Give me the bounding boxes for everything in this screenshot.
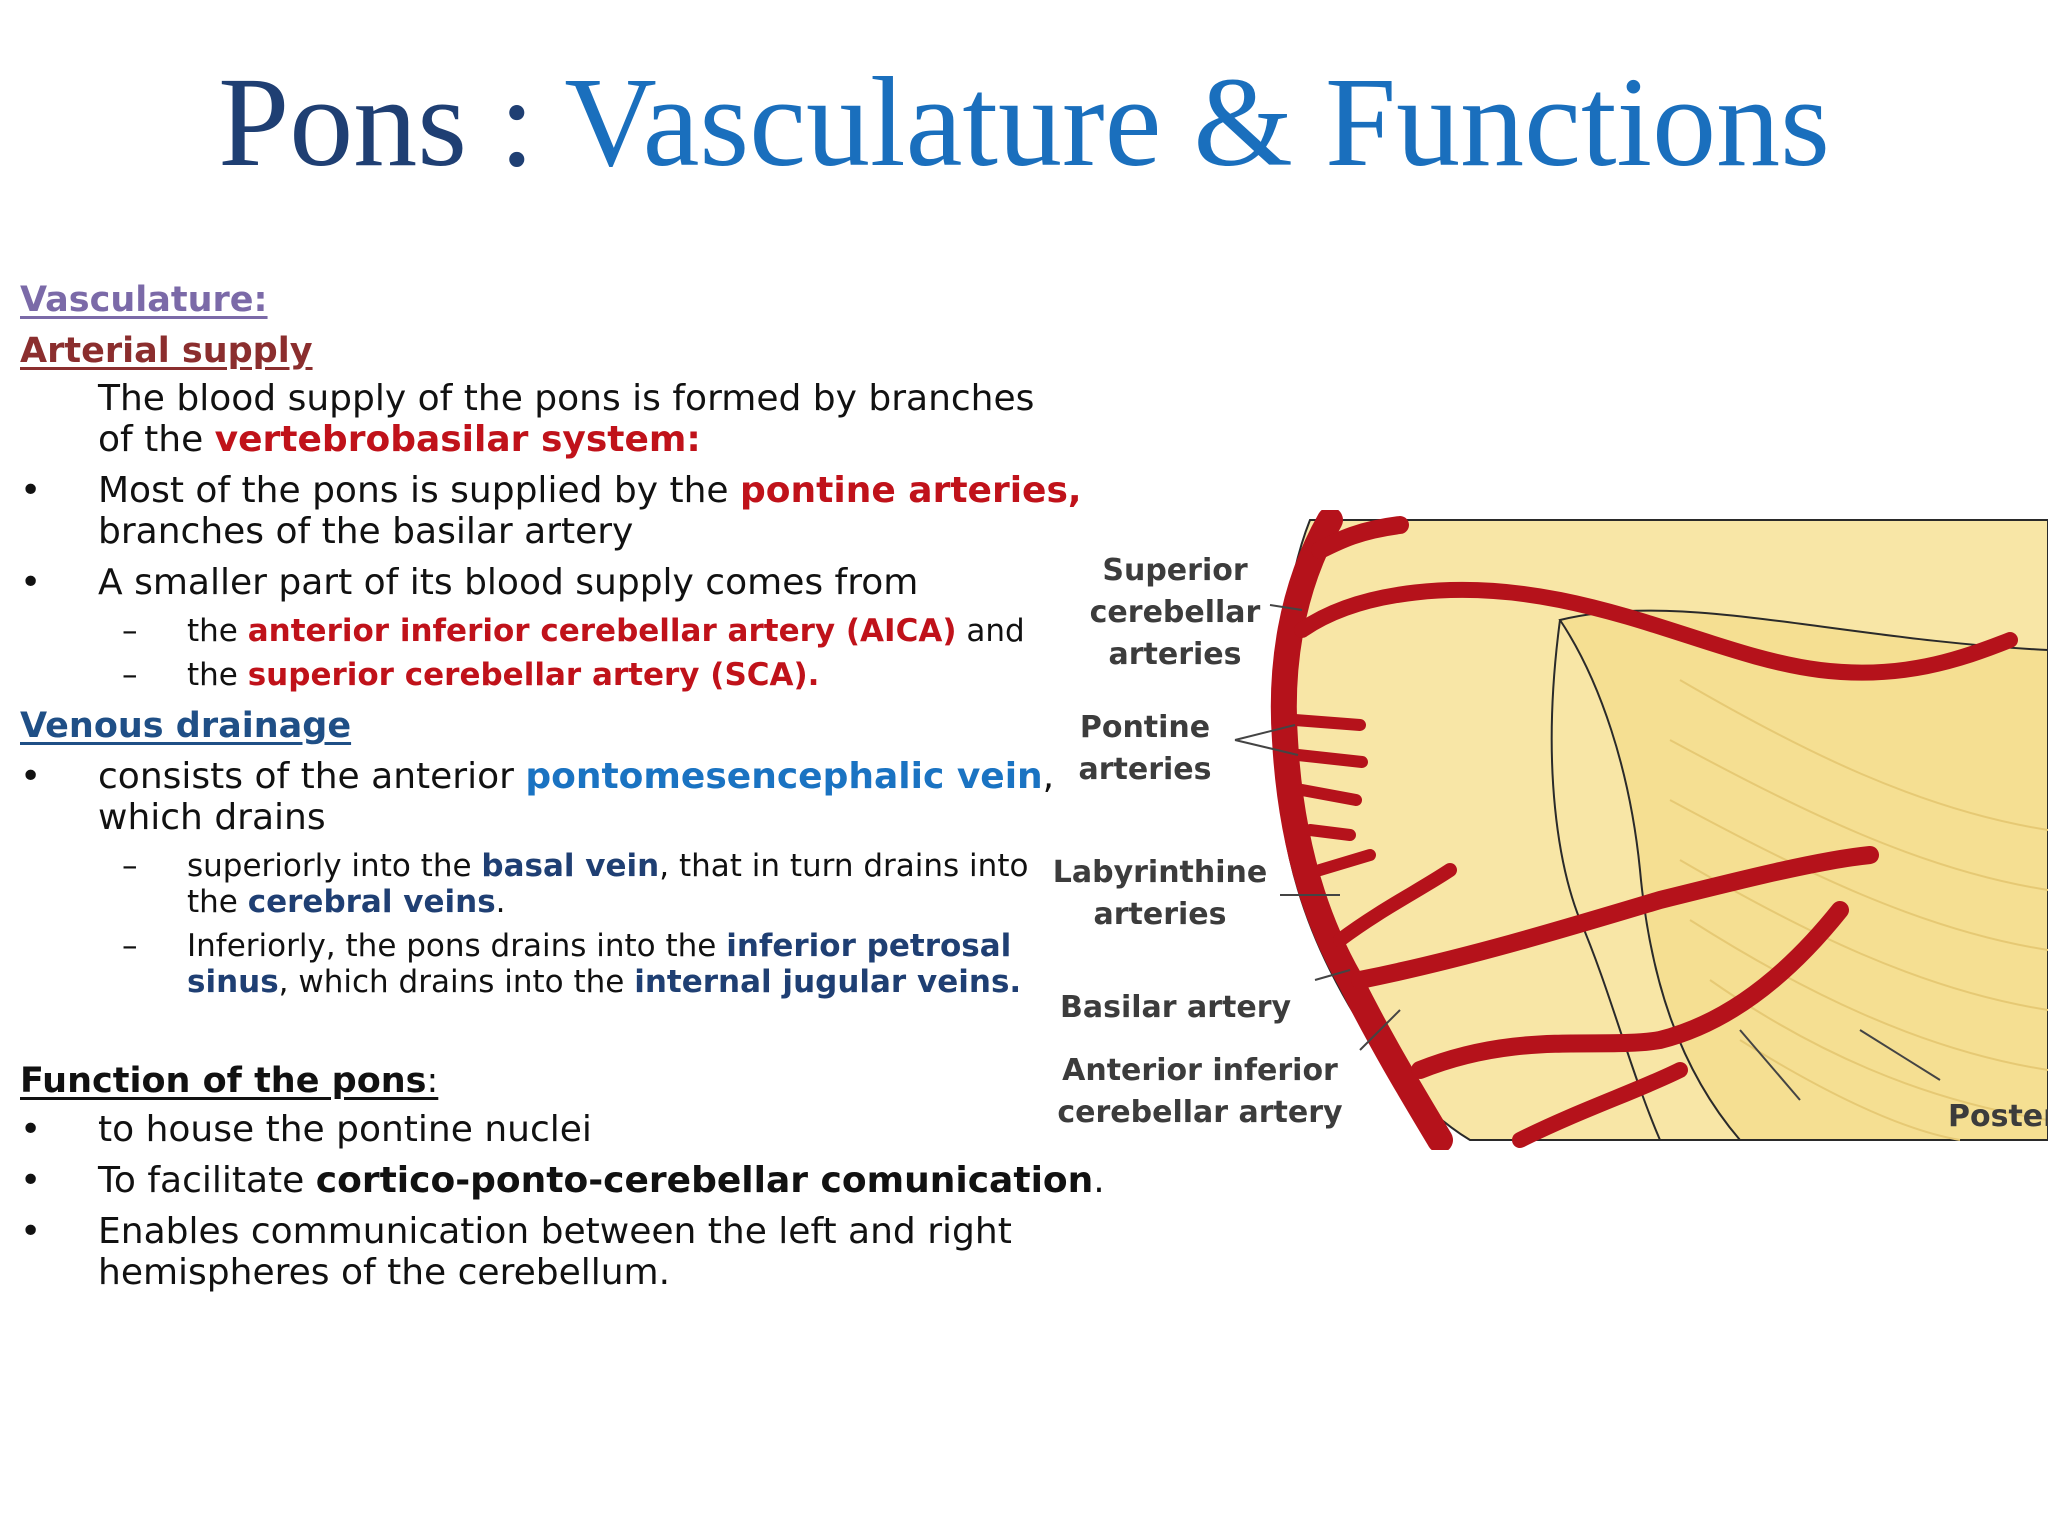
cortico-ponto-term: cortico-ponto-cerebellar comunication	[315, 1160, 1094, 1201]
sub-dash: –	[122, 928, 138, 964]
function-heading: Function of the pons:	[20, 1061, 438, 1101]
bullet-dot: •	[20, 1160, 42, 1201]
bullet-text: ,	[1042, 756, 1055, 797]
sub-text: the	[187, 657, 248, 693]
sinus-term: sinus	[187, 964, 279, 1000]
sub-text: the	[187, 884, 248, 920]
bullet-dot: •	[20, 1109, 42, 1150]
label-line: Superior	[1102, 553, 1248, 588]
pons-artery-illustration: Superior cerebellar arteries Pontine art…	[1040, 510, 2048, 1150]
internal-jugular-term: internal jugular veins.	[634, 964, 1022, 1000]
bullet-text: .	[1093, 1160, 1105, 1201]
sub-inferior-line-1: Inferiorly, the pons drains into the inf…	[187, 928, 1011, 964]
pontomesencephalic-term: pontomesencephalic vein	[525, 756, 1043, 797]
pontine-arteries-term: pontine arteries	[740, 470, 1068, 511]
label-line: Labyrinthine	[1052, 855, 1268, 890]
sub-text: , which drains into the	[278, 964, 635, 1000]
sub-dash: –	[122, 848, 138, 884]
sub-dash: –	[122, 613, 138, 649]
label-line: arteries	[1093, 897, 1227, 932]
sub-text: and	[956, 613, 1025, 649]
vasculature-heading: Vasculature:	[20, 280, 268, 320]
function-item-1: to house the pontine nuclei	[98, 1109, 592, 1150]
sca-branch-mid	[1294, 582, 2018, 681]
label-superior-cerebellar-arteries: Superior cerebellar arteries	[1085, 550, 1265, 676]
artery-vessels	[1270, 510, 2018, 1150]
title-part-pons: Pons :	[218, 51, 565, 193]
label-line: cerebellar	[1089, 595, 1261, 630]
title-part-vasculature: Vasculature & Functions	[564, 51, 1830, 193]
bullet-text: Most of the pons is supplied by the	[98, 470, 741, 511]
tissue-striations	[1669, 679, 2048, 1141]
venous-bullet-line-2: which drains	[98, 797, 326, 838]
sca-term: superior cerebellar artery (SCA).	[247, 657, 820, 693]
bullet-pontine-line-2: branches of the basilar artery	[98, 511, 634, 552]
bullet-smaller-part: A smaller part of its blood supply comes…	[98, 562, 919, 603]
sub-inferior-line-2: sinus, which drains into the internal ju…	[187, 964, 1021, 1000]
label-line: Anterior inferior	[1062, 1053, 1338, 1088]
slide-title: Pons : Vasculature & Functions	[0, 52, 2048, 192]
basal-vein-term: basal vein	[481, 848, 660, 884]
lower-branch-2	[1512, 1062, 1688, 1148]
vertebrobasilar-term: vertebrobasilar system:	[214, 419, 701, 460]
pontine-1	[1289, 714, 1366, 731]
sub-text: , that in turn drains into	[659, 848, 1029, 884]
sub-aica: the anterior inferior cerebellar artery …	[187, 613, 1025, 649]
label-line: cerebellar artery	[1057, 1095, 1343, 1130]
sub-basal-line-2: the cerebral veins.	[187, 884, 506, 920]
labyrinthine-vessel	[1333, 863, 1457, 947]
arterial-supply-heading: Arterial supply	[20, 331, 313, 371]
venous-drainage-heading: Venous drainage	[20, 706, 352, 746]
bullet-text: consists of the anterior	[98, 756, 526, 797]
intro-line-2: of the vertebrobasilar system:	[98, 419, 701, 460]
sub-basal-line-1: superiorly into the basal vein, that in …	[187, 848, 1028, 884]
lower-branch	[1411, 901, 1849, 1079]
function-item-3-line-2: hemispheres of the cerebellum.	[98, 1252, 671, 1293]
venous-bullet-line-1: consists of the anterior pontomesencepha…	[98, 756, 1054, 797]
pontine-4	[1304, 824, 1356, 841]
intro-line-1: The blood supply of the pons is formed b…	[98, 378, 1035, 419]
intro-text: of the	[98, 419, 215, 460]
label-pontine-arteries: Pontine arteries	[1070, 707, 1220, 791]
bullet-pontine-line-1: Most of the pons is supplied by the pont…	[98, 470, 1082, 511]
label-posterior-cut: Poster	[1948, 1099, 2048, 1134]
bullet-dot: •	[20, 756, 42, 797]
comma: ,	[1067, 470, 1082, 511]
sub-sca: the superior cerebellar artery (SCA).	[187, 657, 819, 693]
bullet-dot: •	[20, 1211, 42, 1252]
aica-vessel	[1351, 846, 1879, 989]
sub-dash: –	[122, 657, 138, 693]
label-basilar-artery: Basilar artery	[1060, 990, 1292, 1025]
sca-branch-upper	[1311, 516, 1409, 559]
function-item-2: To facilitate cortico-ponto-cerebellar c…	[98, 1160, 1105, 1201]
inferior-petrosal-term: inferior petrosal	[726, 928, 1012, 964]
sub-text: superiorly into the	[187, 848, 482, 884]
cerebellum-tissue	[1558, 609, 2048, 1141]
function-heading-colon: :	[426, 1061, 439, 1101]
pontine-2	[1292, 749, 1368, 768]
cerebral-veins-term: cerebral veins	[247, 884, 496, 920]
function-item-3-line-1: Enables communication between the left a…	[98, 1211, 1012, 1252]
pontine-5	[1314, 849, 1376, 876]
sub-text: the	[187, 613, 248, 649]
leader-lines	[1234, 604, 1941, 1101]
label-labyrinthine-arteries: Labyrinthine arteries	[1050, 852, 1270, 936]
illustration-svg	[1234, 510, 2048, 1150]
sub-text: Inferiorly, the pons drains into the	[187, 928, 727, 964]
pontine-3	[1296, 784, 1362, 806]
bullet-dot: •	[20, 562, 42, 603]
bullet-dot: •	[20, 470, 42, 511]
bullet-text: To facilitate	[98, 1160, 316, 1201]
aica-term: anterior inferior cerebellar artery (AIC…	[247, 613, 957, 649]
label-line: arteries	[1108, 637, 1242, 672]
function-heading-text: Function of the pons	[20, 1061, 427, 1101]
label-line: Pontine	[1079, 710, 1211, 745]
sub-text: .	[495, 884, 506, 920]
label-anterior-inferior-cerebellar-artery: Anterior inferior cerebellar artery	[1055, 1050, 1345, 1134]
label-line: arteries	[1078, 752, 1212, 787]
basilar-artery-vessel	[1270, 510, 1453, 1150]
